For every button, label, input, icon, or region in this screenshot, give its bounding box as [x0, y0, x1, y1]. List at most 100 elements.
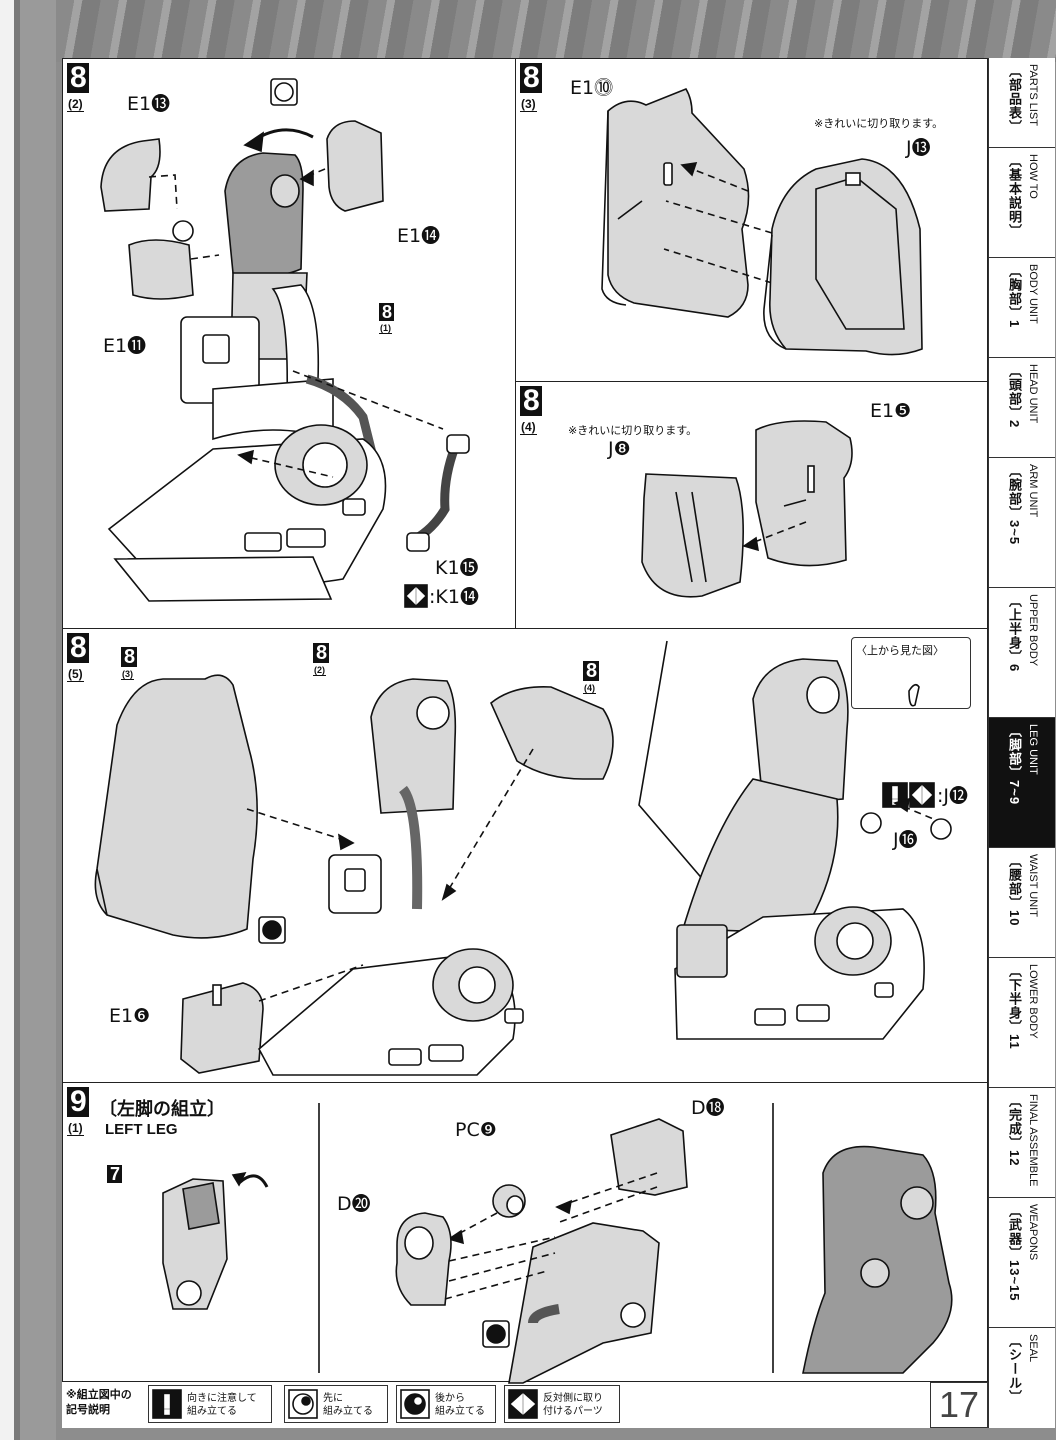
legend-text: 向きに注意して組み立てる	[187, 1392, 257, 1418]
part-label-k1-15: K1⓯	[435, 557, 479, 579]
ref-substep: (1)	[379, 323, 392, 334]
symbol-legend: ※組立図中の 記号説明 向きに注意して組み立てる 先に組み立てる 後から組み立て…	[62, 1382, 988, 1428]
substep-label: (4)	[520, 420, 537, 435]
step-9-1-illustration	[162, 1103, 953, 1384]
tab-label-jp: 〔部品表〕	[1007, 64, 1022, 134]
part-label-e1-5: E1❺	[870, 400, 912, 422]
tab-label-jp: 〔下半身〕11	[1007, 964, 1022, 1050]
background-left-edge	[0, 0, 56, 1440]
tab-body-unit[interactable]: 〔胸部〕1 BODY UNIT	[989, 258, 1055, 358]
mirror-part-text: :K1⓮	[429, 586, 479, 608]
legend-caption-line-1: ※組立図中の	[66, 1389, 132, 1401]
tab-label-en: SEAL	[1027, 1334, 1039, 1363]
tab-head-unit[interactable]: 〔頭部〕2 HEAD UNIT	[989, 358, 1055, 458]
tab-label-jp: 〔腕部〕3~5	[1007, 464, 1022, 546]
step-number: 8	[520, 386, 542, 416]
legend-caption: ※組立図中の 記号説明	[66, 1388, 132, 1418]
part-label-pc-9: PC❾	[455, 1119, 497, 1141]
part-label-d-20: D⓴	[337, 1193, 371, 1215]
tab-label-en: WEAPONS	[1027, 1204, 1039, 1261]
tab-lower-body[interactable]: 〔下半身〕11 LOWER BODY	[989, 958, 1055, 1088]
tab-leg-unit[interactable]: 〔脚部〕7~9 LEG UNIT	[989, 718, 1055, 848]
front-circle-icon	[288, 1389, 318, 1419]
legend-text: 先に組み立てる	[323, 1392, 373, 1418]
step-number: 8	[67, 633, 89, 663]
tab-parts-list[interactable]: 〔部品表〕 PARTS LIST	[989, 58, 1055, 148]
substep-label: (2)	[67, 97, 84, 112]
tab-seal[interactable]: 〔シール〕 SEAL	[989, 1328, 1055, 1428]
substep-label: (1)	[67, 1121, 84, 1136]
step-title-en: LEFT LEG	[105, 1121, 178, 1138]
back-circle-icon	[400, 1389, 430, 1419]
part-label-j-8: J❽	[608, 438, 631, 460]
step-8-2-illustration	[100, 78, 470, 602]
tab-label-jp: 〔頭部〕2	[1007, 364, 1022, 429]
top-view-label: 〈上から見た図〉	[856, 645, 944, 657]
tab-upper-body[interactable]: 〔上半身〕6 UPPER BODY	[989, 588, 1055, 718]
exclamation-icon	[152, 1389, 182, 1419]
legend-text-1: 向きに注意して	[187, 1393, 257, 1404]
mirror-arrow-icon	[508, 1389, 538, 1419]
tab-label-jp: 〔腰部〕10	[1007, 854, 1022, 927]
ref-substep: (3)	[121, 669, 134, 680]
part-label-d-18: D⓲	[691, 1097, 725, 1119]
legend-text-2: 組み立てる	[323, 1406, 373, 1417]
part-label-e1-14: E1⓮	[397, 225, 441, 247]
ref-step-8-3: 8	[121, 647, 138, 667]
legend-text: 反対側に取り付けるパーツ	[543, 1392, 603, 1418]
ref-step-8-2: 8	[313, 643, 330, 663]
tab-label-en: FINAL ASSEMBLE	[1027, 1094, 1039, 1187]
legend-text-1: 反対側に取り	[543, 1393, 603, 1404]
step-8-5-panel: 8 (5) 8 (3) 8 (2) 8 (4) E1❻ J⓰ 〈上から見た図〉 …	[62, 628, 988, 1084]
tab-label-en: LOWER BODY	[1027, 964, 1039, 1039]
legend-text-2: 組み立てる	[435, 1406, 485, 1417]
page-number: 17	[930, 1382, 988, 1428]
step-9-1-panel: 9 (1) 〔左脚の組立〕 LEFT LEG 7 PC❾ D⓲ D⓴	[62, 1082, 988, 1384]
mirror-arrow-icon	[909, 781, 935, 808]
tab-label-en: UPPER BODY	[1027, 594, 1039, 667]
legend-text-2: 付けるパーツ	[543, 1406, 603, 1417]
ref-step-7: 7	[107, 1165, 123, 1183]
step-number: 8	[520, 63, 542, 93]
tab-label-en: WAIST UNIT	[1027, 854, 1039, 917]
tab-label-en: BODY UNIT	[1027, 264, 1039, 324]
legend-item-opposite-side: 反対側に取り付けるパーツ	[504, 1385, 620, 1423]
ref-substep: (4)	[583, 683, 596, 694]
part-label-e1-11: E1⓫	[103, 335, 147, 357]
tab-label-jp: 〔上半身〕6	[1007, 594, 1022, 673]
tab-waist-unit[interactable]: 〔腰部〕10 WAIST UNIT	[989, 848, 1055, 958]
cut-cleanly-note: ※きれいに切り取ります。	[568, 425, 698, 437]
legend-text-2: 組み立てる	[187, 1406, 237, 1417]
step-8-3-panel: 8 (3) E1⓾ J⓭ ※きれいに切り取ります。	[515, 58, 988, 383]
step-8-5-illustration	[94, 640, 952, 1076]
step-title-jp: 〔左脚の組立〕	[99, 1099, 225, 1119]
substep-label: (5)	[67, 667, 84, 682]
ref-step-8-4: 8	[583, 661, 600, 681]
tab-label-en: PARTS LIST	[1027, 64, 1039, 126]
tab-arm-unit[interactable]: 〔腕部〕3~5 ARM UNIT	[989, 458, 1055, 588]
tab-label-en: HOW TO	[1027, 154, 1039, 199]
chapter-tabs: 〔部品表〕 PARTS LIST 〔基本説明〕 HOW TO 〔胸部〕1 BOD…	[988, 58, 1055, 1428]
tab-label-jp: 〔基本説明〕	[1007, 154, 1022, 238]
manual-page: 8 (2) E1⓭ E1⓮ E1⓫ K1⓯ :K1⓮ 8 (1)	[62, 58, 988, 1428]
legend-text: 後から組み立てる	[435, 1392, 485, 1418]
step-8-2-panel: 8 (2) E1⓭ E1⓮ E1⓫ K1⓯ :K1⓮ 8 (1)	[62, 58, 517, 630]
tab-final-assemble[interactable]: 〔完成〕12 FINAL ASSEMBLE	[989, 1088, 1055, 1198]
part-label-j-16: J⓰	[893, 829, 918, 851]
step-number: 9	[67, 1087, 89, 1117]
step-8-3-illustration	[601, 88, 923, 356]
legend-item-assemble-after: 後から組み立てる	[396, 1385, 496, 1423]
tab-how-to[interactable]: 〔基本説明〕 HOW TO	[989, 148, 1055, 258]
tab-label-en: ARM UNIT	[1027, 464, 1039, 518]
mirror-part-label: :K1⓮	[404, 582, 479, 609]
tab-weapons[interactable]: 〔武器〕13~15 WEAPONS	[989, 1198, 1055, 1328]
substep-label: (3)	[520, 97, 537, 112]
step-8-4-illustration	[641, 420, 853, 598]
step-number: 8	[67, 63, 89, 93]
part-label-e1-13: E1⓭	[127, 93, 171, 115]
tab-label-jp: 〔脚部〕7~9	[1007, 724, 1022, 806]
step-8-4-panel: 8 (4) ※きれいに切り取ります。 J❽ E1❺	[515, 381, 988, 630]
legend-caption-line-2: 記号説明	[66, 1404, 110, 1416]
ref-substep: (2)	[313, 665, 326, 676]
mirror-arrow-icon	[404, 583, 428, 608]
